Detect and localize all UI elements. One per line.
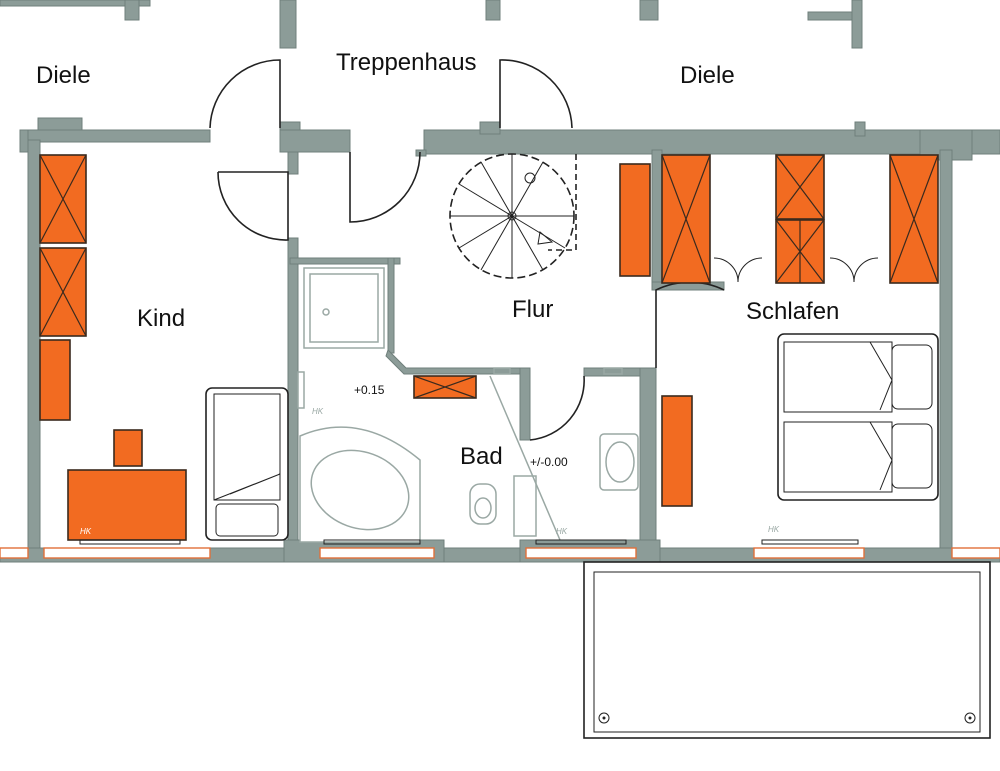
level-label-bad: +0.15 <box>354 383 385 397</box>
room-label-treppenhaus: Treppenhaus <box>336 49 477 76</box>
heater-label-schlafen: HK <box>768 525 780 534</box>
heater-label-bad-left: HK <box>312 407 324 416</box>
furniture <box>39 154 939 541</box>
heater-label-kind: HK <box>80 527 92 536</box>
windows <box>0 547 1000 559</box>
heater-label-bad-right: HK <box>556 527 568 536</box>
room-label-kind: Kind <box>137 305 185 332</box>
room-label-diele-left: Diele <box>36 62 91 89</box>
balcony <box>583 561 991 739</box>
bathroom-fixtures <box>297 267 639 543</box>
spiral-stair <box>449 153 577 279</box>
level-label-flur: +/-0.00 <box>530 455 568 469</box>
room-label-bad: Bad <box>460 443 503 470</box>
room-label-schlafen: Schlafen <box>746 298 839 325</box>
heaters: HK HK HK HK <box>79 407 859 545</box>
room-labels: Diele Treppenhaus Diele Kind Flur Schlaf… <box>36 49 839 470</box>
room-label-flur: Flur <box>512 296 553 323</box>
room-label-diele-right: Diele <box>680 62 735 89</box>
